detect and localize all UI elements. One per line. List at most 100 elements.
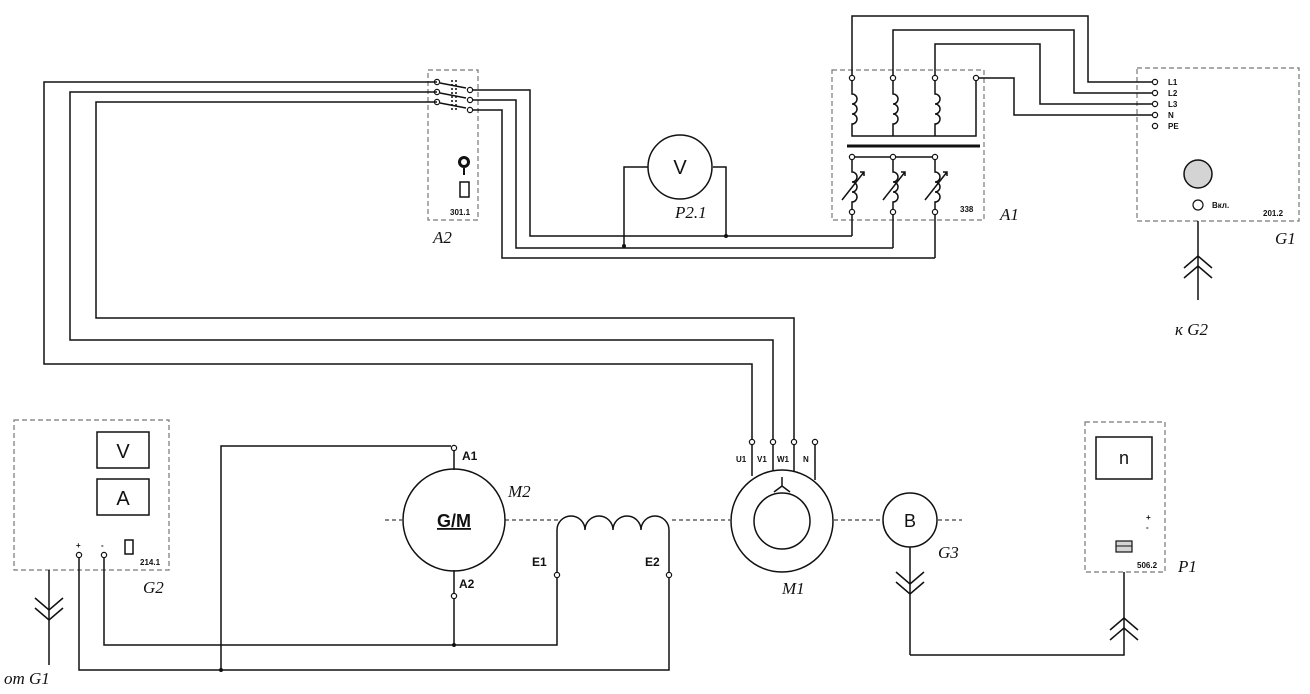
p1-minus-mark: -: [1146, 523, 1149, 532]
g1-switch-label: Вкл.: [1212, 201, 1229, 210]
module-a2-box: [427, 69, 479, 221]
primary-winding-1: [851, 78, 977, 137]
primary-winding-2: [892, 78, 899, 136]
module-a2-label: A2: [432, 228, 452, 247]
junction-minus: [452, 643, 456, 647]
field-e2-dot: [665, 571, 673, 579]
g2-voltmeter-symbol: V: [116, 441, 130, 463]
wire-sec-2: [470, 99, 893, 249]
g1-terminal-l2: L2: [1168, 89, 1178, 98]
connector-from-g1-label: от G1: [4, 669, 50, 688]
g2-plus-label: +: [76, 541, 81, 550]
voltmeter-p21-label: P2.1: [674, 203, 707, 222]
wire-sec-1: [470, 89, 852, 237]
junction-v1: [622, 244, 626, 248]
module-p1-code: 506.2: [1137, 561, 1158, 570]
wire-g2-minus: [103, 558, 558, 646]
module-a1-box: [831, 69, 985, 221]
primary-winding-3: [934, 78, 941, 136]
g3-connector: [895, 547, 925, 655]
secondary-winding-1: [851, 157, 858, 236]
g1-terminal-l3: L3: [1168, 100, 1178, 109]
m1-terminal-leads: [751, 445, 816, 480]
secondary-winding-2: [892, 157, 899, 248]
g1-power-button[interactable]: [1183, 159, 1213, 189]
module-g2-code: 214.1: [140, 558, 161, 567]
module-a1-label: A1: [999, 205, 1019, 224]
wire-l3: [934, 43, 1152, 105]
g2-ammeter-display: [96, 478, 150, 516]
g2-indicator: [124, 539, 134, 555]
m2-terminal-a1: A1: [462, 449, 478, 463]
module-p1-label: P1: [1177, 557, 1197, 576]
voltmeter-p21-symbol: V: [673, 157, 687, 179]
wire-to-v1: [69, 91, 774, 440]
field-e1-dot: [553, 571, 561, 579]
m1-terminal-v1: V1: [757, 455, 767, 464]
g1-terminal-l1: L1: [1168, 78, 1178, 87]
wire-n: [976, 77, 1152, 116]
field-terminal-e1: E1: [532, 555, 547, 569]
adjust-arrow-2: [882, 171, 906, 201]
connector-from-g1: [34, 570, 64, 665]
wire-l1: [851, 15, 1152, 83]
adjust-arrow-1: [841, 171, 865, 201]
wire-to-w1: [95, 101, 795, 440]
module-g1-box: [1136, 67, 1300, 222]
module-g2-label: G2: [143, 578, 164, 597]
g1-terminals: [1151, 78, 1159, 130]
g1-indicator-lamp: [1192, 199, 1204, 211]
module-a2-code: 301.1: [450, 208, 471, 217]
m2-terminal-a1-dot: [450, 444, 458, 452]
m1-terminal-w1: W1: [777, 455, 790, 464]
g1-terminal-n: N: [1168, 111, 1174, 120]
g2-minus-terminal: [100, 551, 108, 559]
p1-display-symbol: n: [1119, 448, 1129, 468]
switch-a2-indicator: [459, 181, 470, 198]
connector-to-g2-label: к G2: [1175, 320, 1208, 339]
switch-a2-toggle-icon[interactable]: [458, 156, 470, 175]
m1-terminal-u1: U1: [736, 455, 747, 464]
transformer-terminals: [848, 74, 980, 216]
m1-terminals: [748, 438, 819, 446]
wire-to-u1: [43, 81, 753, 440]
wire-armature-a1: [220, 445, 451, 670]
junction-v2: [724, 234, 728, 238]
wire-l2: [892, 29, 1152, 94]
p1-connector: [1109, 572, 1139, 641]
p1-plus-mark: +: [1146, 513, 1151, 522]
p1-speed-display: [1095, 436, 1153, 480]
module-g1-label: G1: [1275, 229, 1296, 248]
g2-minus-label: -: [101, 541, 104, 550]
wire-g3-to-p1: [910, 600, 1125, 656]
field-terminal-e2: E2: [645, 555, 660, 569]
module-a1-code: 338: [960, 205, 974, 214]
machine-m2-label: M2: [507, 482, 531, 501]
p1-socket-icon: [1115, 540, 1133, 553]
module-p1-box: [1084, 421, 1166, 573]
m2-terminal-a2-dot: [450, 592, 458, 600]
field-winding: [556, 515, 670, 572]
g2-voltmeter-display: [96, 431, 150, 469]
voltmeter-leads: [623, 166, 727, 246]
junction-plus: [219, 668, 223, 672]
g2-ammeter-symbol: A: [116, 488, 130, 510]
g2-plus-terminal: [75, 551, 83, 559]
machine-m2-symbol: G/M: [437, 511, 471, 531]
module-g1-code: 201.2: [1263, 209, 1284, 218]
m2-terminal-a2: A2: [459, 577, 475, 591]
tachogenerator-g3-symbol: B: [904, 511, 916, 531]
tachogenerator-g3-label: G3: [938, 543, 959, 562]
adjust-arrow-3: [924, 171, 948, 201]
g1-terminal-pe: PE: [1168, 122, 1179, 131]
voltmeter-p21-circle: [647, 134, 713, 200]
wire-sec-3: [470, 109, 935, 259]
motor-m1-rotor: [753, 492, 811, 550]
motor-m1-label: M1: [781, 579, 805, 598]
wire-g2-plus: [78, 558, 670, 671]
secondary-winding-3: [934, 157, 941, 258]
m1-terminal-n: N: [803, 455, 809, 464]
motor-m1-star-symbol: [773, 477, 791, 493]
switch-a2-contacts: [433, 78, 474, 114]
